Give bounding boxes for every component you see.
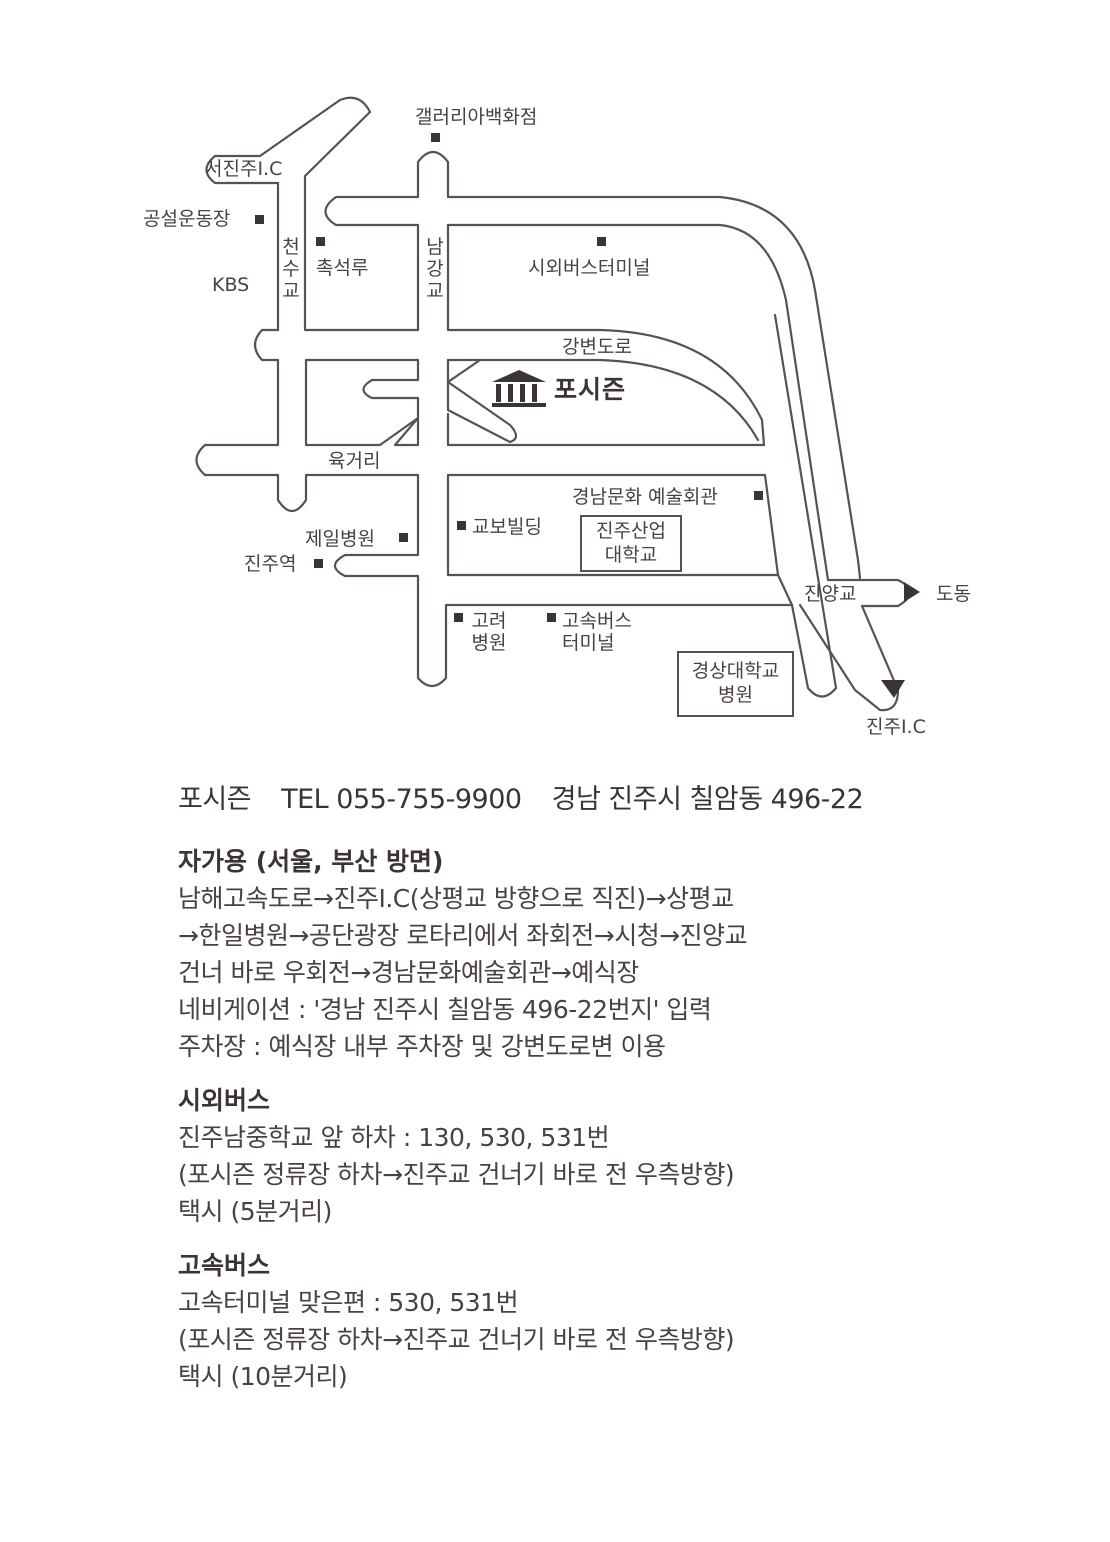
marker-stadium (255, 215, 264, 224)
section-title: 자가용 (서울, 부산 방면) (178, 847, 444, 876)
address: 경남 진주시 칠암동 496-22 (551, 784, 864, 815)
location-map: 포시즌 천 수 교 남 강 교 강변도로 육거리 진양교 서진주I.C 진주I.… (0, 0, 1110, 760)
direction-line: 택시 (10분거리) (178, 1362, 348, 1391)
label-seojinju-ic: 서진주I.C (205, 158, 283, 180)
direction-line: 네비게이션 : '경남 진주시 칠암동 496-22번지' 입력 (178, 995, 712, 1024)
label-gangbyeon-road: 강변도로 (562, 336, 632, 358)
marker-chokseokru (316, 237, 325, 246)
direction-line: 주차장 : 예식장 내부 주차장 및 강변도로변 이용 (178, 1032, 666, 1061)
label-galleria: 갤러리아백화점 (415, 106, 538, 128)
section-title: 고속버스 (178, 1251, 271, 1280)
label-goryeo-hospital: 고려 병원 (471, 610, 507, 654)
direction-line: 건너 바로 우회전→경남문화예술회관→예식장 (178, 958, 639, 987)
direction-line: 남해고속도로→진주I.C(상평교 방향으로 직진)→상평교 (178, 884, 734, 913)
label-cheonsu-bridge: 천 수 교 (282, 236, 300, 302)
section-title: 시외버스 (178, 1086, 271, 1115)
label-chokseokru: 촉석루 (316, 257, 369, 279)
label-kyobo: 교보빌딩 (472, 516, 542, 538)
label-namgang-bridge: 남 강 교 (426, 236, 444, 302)
direction-line: →한일병원→공단광장 로타리에서 좌회전→시청→진양교 (178, 921, 748, 950)
marker-express-terminal (547, 613, 556, 622)
venue-title: 포시즌 (178, 784, 252, 815)
label-gyeongsang-hospital: 경상대학교 병원 (677, 651, 794, 717)
label-stadium: 공설운동장 (143, 208, 231, 230)
phone-number: TEL 055-755-9900 (281, 784, 522, 815)
label-yukgeori: 육거리 (328, 450, 381, 472)
direction-line: 진주남중학교 앞 하차 : 130, 530, 531번 (178, 1123, 610, 1152)
label-jinju-station: 진주역 (244, 553, 297, 575)
direction-line: (포시즌 정류장 하차→진주교 건너기 바로 전 우측방향) (178, 1160, 735, 1189)
building-columns-icon (492, 370, 546, 407)
label-arts-center: 경남문화 예술회관 (572, 486, 718, 508)
label-dodong: 도동 (936, 583, 971, 605)
direction-line: (포시즌 정류장 하차→진주교 건너기 바로 전 우측방향) (178, 1325, 735, 1354)
label-jinju-univ: 진주산업 대학교 (580, 515, 682, 572)
arrow-down-icon (881, 680, 905, 698)
marker-arts-center (754, 491, 763, 500)
label-kbs: KBS (212, 274, 250, 296)
marker-goryeo-hospital (454, 613, 463, 622)
arrow-right-icon (904, 582, 920, 602)
label-jeil-hospital: 제일병원 (305, 528, 375, 550)
marker-jinju-station (314, 559, 323, 568)
section-intercity-bus: 시외버스 진주남중학교 앞 하차 : 130, 530, 531번 (포시즌 정… (178, 1083, 998, 1230)
direction-line: 택시 (5분거리) (178, 1197, 332, 1226)
section-express-bus: 고속버스 고속터미널 맞은편 : 530, 531번 (포시즌 정류장 하차→진… (178, 1248, 998, 1395)
contact-headline: 포시즌 TEL 055-755-9900 경남 진주시 칠암동 496-22 (178, 782, 998, 818)
venue-marker: 포시즌 (490, 368, 626, 408)
marker-intercity-terminal (597, 237, 606, 246)
directions-info: 포시즌 TEL 055-755-9900 경남 진주시 칠암동 496-22 자… (178, 782, 998, 1395)
label-jinju-ic: 진주I.C (866, 716, 926, 738)
section-car: 자가용 (서울, 부산 방면) 남해고속도로→진주I.C(상평교 방향으로 직진… (178, 844, 998, 1065)
label-express-terminal: 고속버스 터미널 (562, 610, 632, 654)
venue-name: 포시즌 (554, 375, 627, 404)
marker-kyobo (457, 521, 466, 530)
marker-galleria (431, 133, 440, 142)
direction-line: 고속터미널 맞은편 : 530, 531번 (178, 1288, 519, 1317)
label-intercity-terminal: 시외버스터미널 (528, 257, 651, 279)
marker-jeil-hospital (399, 533, 408, 542)
label-jinyang-bridge: 진양교 (804, 583, 857, 605)
